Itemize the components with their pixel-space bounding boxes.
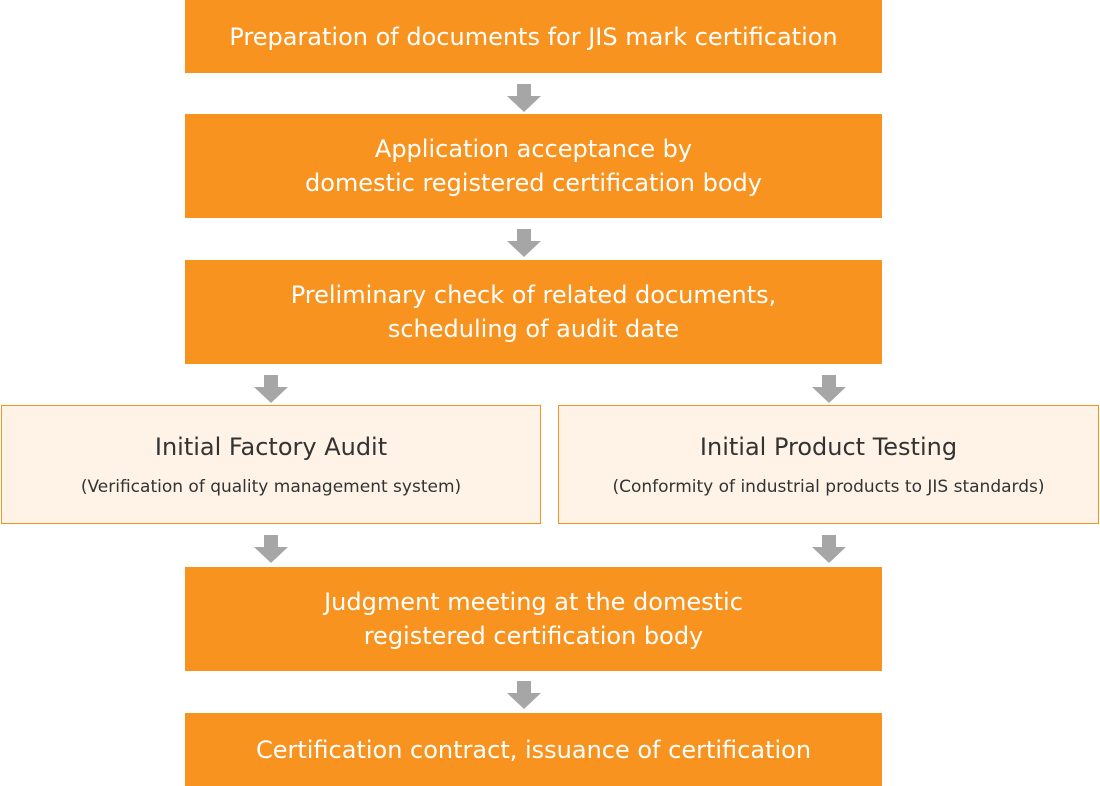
- product-testing-subtitle: (Conformity of industrial products to JI…: [612, 476, 1045, 497]
- step-judgment-line-2: registered certification body: [363, 622, 704, 650]
- step-application-line-1: Application acceptance by: [374, 135, 693, 163]
- step-preparation-text: Preparation of documents for JIS mark ce…: [229, 22, 838, 51]
- step-preparation-box: Preparation of documents for JIS mark ce…: [185, 0, 882, 73]
- product-testing-box: Initial Product Testing (Conformity of i…: [558, 405, 1099, 524]
- factory-audit-subtitle: (Verification of quality management syst…: [80, 476, 462, 497]
- step-contract-box: Certification contract, issuance of cert…: [185, 713, 882, 786]
- step-preliminary-line-2: scheduling of audit date: [387, 315, 680, 343]
- step-application-line-2: domestic registered certification body: [304, 169, 762, 197]
- factory-audit-title: Initial Factory Audit: [154, 432, 388, 461]
- step-contract-text: Certification contract, issuance of cert…: [255, 735, 812, 764]
- arrow-down-icon: [812, 535, 846, 563]
- step-judgment-box: Judgment meeting at the domestic registe…: [185, 567, 882, 671]
- step-preliminary-box: Preliminary check of related documents, …: [185, 260, 882, 364]
- arrow-down-icon: [812, 375, 846, 403]
- arrow-down-icon: [507, 84, 541, 112]
- arrow-down-icon: [254, 535, 288, 563]
- step-preliminary-line-1: Preliminary check of related documents,: [290, 281, 777, 309]
- arrow-down-icon: [507, 229, 541, 257]
- factory-audit-box: Initial Factory Audit (Verification of q…: [1, 405, 541, 524]
- step-judgment-line-1: Judgment meeting at the domestic: [324, 588, 743, 616]
- arrow-down-icon: [254, 375, 288, 403]
- step-application-box: Application acceptance by domestic regis…: [185, 114, 882, 218]
- product-testing-title: Initial Product Testing: [699, 432, 958, 461]
- arrow-down-icon: [507, 681, 541, 709]
